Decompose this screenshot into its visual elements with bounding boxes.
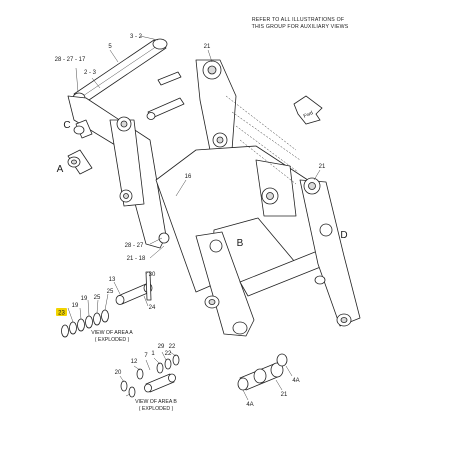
callout-20: 20 [115,370,122,376]
callout-2-3: 2 - 3 [84,70,97,76]
callout-21-right: 21 [319,164,326,170]
callout-22-a: 22 [165,351,172,357]
callout-24: 24 [149,305,156,311]
view-b-washer-2 [120,380,128,392]
cross-tube-end-right [152,38,168,50]
callout-5: 5 [108,44,112,50]
leader-lines [75,35,321,259]
lower-left-leg [195,231,255,337]
view-b-caption-line-1: VIEW OF AREA B [135,399,177,405]
upper-pin [157,71,182,86]
view-a-washer-4 [77,318,85,332]
view-a-caption-line-1: VIEW OF AREA A [91,330,133,336]
callout-21-top: 21 [204,44,211,50]
callout-23: 23 [58,311,65,317]
callout-1: 1 [151,351,155,357]
callout-19-a: 19 [81,296,88,302]
exploded-view-a [61,271,153,338]
callout-28-27-17: 28 - 27 - 17 [55,57,86,63]
lower-pin-assembly [237,353,293,401]
callout-28-27: 28 - 27 [125,243,144,249]
callout-4a-low: 4A [246,402,253,408]
view-a-washer-6 [61,324,69,338]
view-b-washer-3 [136,368,144,380]
area-label-b: B [237,238,244,249]
lower-cross-beam [239,249,329,297]
view-b-washer-6 [172,354,180,366]
lower-pin-collar [276,353,288,367]
callout-22-b: 22 [169,344,176,350]
view-b-washer-5 [164,358,172,370]
view-b-caption-line-2: ( EXPLODED ) [139,406,174,412]
view-a-washer-5 [69,321,77,335]
area-label-c: C [63,120,70,131]
exploded-view-b [119,351,180,398]
callout-30: 30 [149,272,156,278]
callout-25-a: 25 [107,289,114,295]
note-line-1: REFER TO ALL ILLUSTRATIONS OF [252,17,344,23]
note-line-2: THIS GROUP FOR AUXILIARY VIEWS [252,24,349,30]
forward-arrow-label: Fwd [303,110,315,120]
view-a-washer-3 [85,315,93,329]
callout-4a-right: 4A [292,378,299,384]
view-a-washer-2 [93,312,101,326]
area-label-a: A [57,164,64,175]
view-a-bolt [145,271,152,301]
view-a-washer-1 [101,309,109,323]
lift-arm-assembly [67,38,361,337]
view-b-washer-4 [156,362,164,374]
forward-arrow-icon: Fwd [293,95,323,125]
view-a-caption-line-2: ( EXPLODED ) [95,337,130,343]
callout-19-b: 19 [72,303,79,309]
callout-16: 16 [185,174,192,180]
callout-12: 12 [131,359,138,365]
callout-29: 29 [158,344,165,350]
area-label-d: D [340,230,347,241]
view-b-washer-1 [128,386,136,398]
callout-13: 13 [109,277,116,283]
callout-25-b: 25 [94,295,101,301]
callout-21-low: 21 [281,392,288,398]
right-lower-leg [299,179,361,327]
callout-3-2: 3 - 2 [130,34,143,40]
callout-7: 7 [144,353,148,359]
callout-23-highlight [56,308,67,316]
callout-21-18: 21 - 18 [127,256,146,262]
